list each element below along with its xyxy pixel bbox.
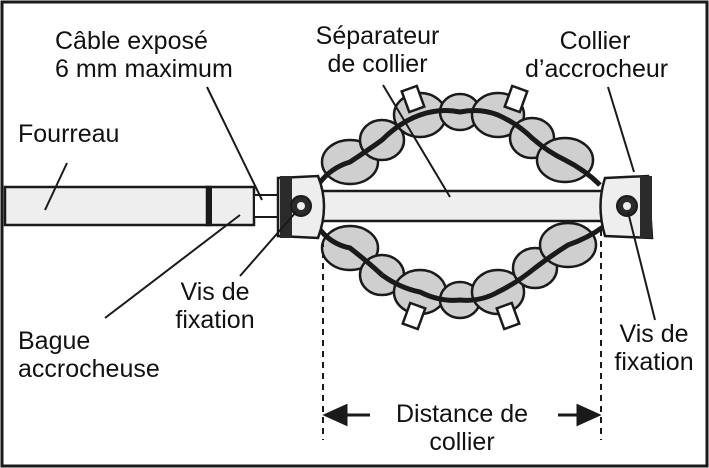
distance-arrows — [322, 403, 602, 427]
label-ferrule-line2: accrocheuse — [18, 355, 160, 383]
label-exposed-cable-line1: Câble exposé — [55, 27, 208, 55]
chain-tabs-top — [400, 84, 529, 114]
label-collar-distance-line2: collier — [429, 428, 495, 456]
label-exposed-cable: Câble exposé 6 mm maximum — [55, 27, 233, 83]
label-ferrule-line1: Bague — [18, 327, 91, 355]
label-set-screw-right-line2: fixation — [614, 348, 694, 376]
sheath-tube — [3, 185, 212, 227]
right-collar — [599, 174, 654, 240]
label-set-screw-right-line1: Vis de — [619, 320, 689, 348]
label-collar-distance-line1: Distance de — [395, 400, 529, 428]
leader-lines — [44, 84, 656, 321]
chain-links-bottom — [320, 221, 598, 320]
label-separator: Séparateur de collier — [300, 22, 455, 78]
distance-dashed-lines — [322, 230, 602, 440]
label-sheath: Fourreau — [18, 120, 119, 148]
ferrule-sleeve — [205, 185, 256, 227]
chain-links-top — [320, 91, 595, 186]
label-set-screw-left-line1: Vis de — [180, 278, 250, 306]
label-sheath-text: Fourreau — [18, 120, 120, 148]
label-collar-line1: Collier — [559, 27, 631, 55]
chain-tabs-bottom — [401, 301, 521, 331]
exposed-cable — [253, 194, 281, 218]
label-set-screw-left: Vis de fixation — [160, 278, 270, 334]
label-ferrule: Bague accrocheuse — [18, 327, 160, 383]
chain-strands — [315, 108, 605, 303]
label-collar-line2: d’accrocheur — [525, 55, 669, 83]
label-set-screw-left-line2: fixation — [175, 306, 255, 334]
label-set-screw-right: Vis de fixation — [604, 320, 704, 376]
label-collar-distance: Distance de collier — [372, 400, 552, 456]
label-exposed-cable-line2: 6 mm maximum — [55, 55, 233, 83]
left-collar — [276, 174, 326, 240]
separator-rod — [316, 189, 607, 223]
label-separator-line2: de collier — [327, 50, 428, 78]
label-collar: Collier d’accrocheur — [525, 27, 669, 83]
label-separator-line1: Séparateur — [315, 22, 440, 50]
